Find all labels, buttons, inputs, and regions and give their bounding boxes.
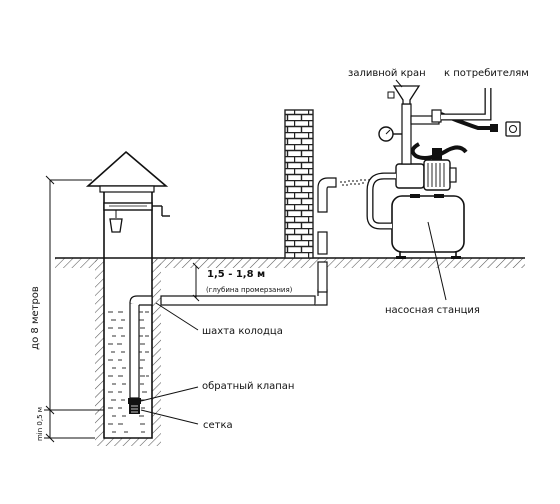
well-wall-left [95,258,104,438]
winch-icon [103,202,170,217]
check-valve [128,398,141,404]
pump-station [366,85,521,259]
ground-hatch-left [55,258,97,268]
power-socket-icon [505,121,521,137]
label-mesh: сетка [203,420,233,431]
water [108,311,149,433]
well-wall-right [152,258,161,438]
label-depth-up-to: до 8 метров [30,286,41,350]
ground [55,257,525,268]
dotted-connector [340,179,370,186]
ground-hatch-right [155,258,525,268]
well-bottom [95,438,161,446]
mesh [129,404,140,414]
well [85,150,170,446]
leader-lines [140,79,447,425]
suction-pipe [129,295,153,399]
label-to-consumers: к потребителям [444,68,529,79]
label-check-valve: обратный клапан [202,381,294,392]
label-pump-station: насосная станция [385,305,480,316]
pressure-gauge-icon [378,126,402,142]
dimension-freeze [192,262,200,302]
supply-pipe [160,177,337,306]
bucket-icon [109,210,123,233]
label-freeze-depth-value: 1,5 - 1,8 м [207,269,265,280]
label-filler-tap: заливной кран [348,68,426,79]
label-well-shaft: шахта колодца [202,326,283,337]
label-freeze-depth-caption: (глубина промерзания) [206,286,293,294]
filler-tap [387,85,421,105]
pressure-tank-icon [391,194,465,259]
brick-wall [284,109,314,259]
dimension-depth [44,175,104,443]
label-min-depth: min 0,5 м [36,407,44,441]
well-roof-icon [85,150,169,187]
